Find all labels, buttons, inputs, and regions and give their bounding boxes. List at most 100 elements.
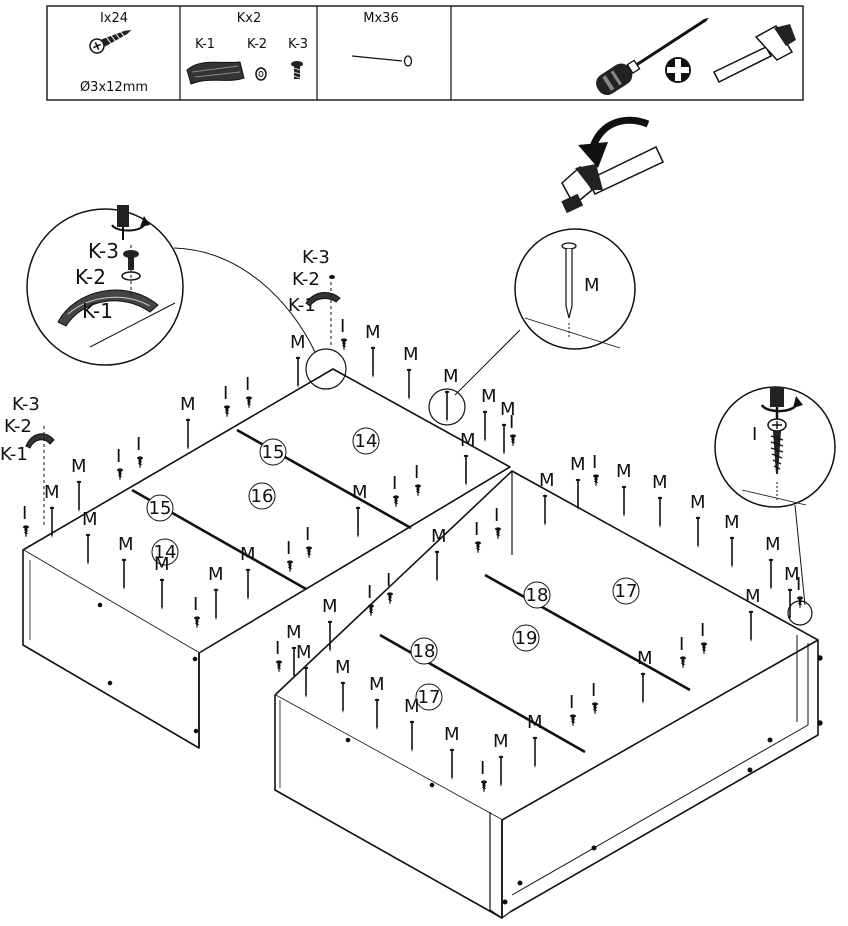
nail-marker: M: [527, 712, 543, 769]
svg-text:K-3: K-3: [12, 394, 40, 415]
nail-marker: M: [322, 596, 338, 653]
nail-label: M: [570, 454, 586, 475]
nail-detail-callout: M: [428, 116, 664, 426]
nail-marker: M: [208, 564, 224, 621]
screw-marker: I: [367, 582, 375, 617]
nail-marker: M: [82, 509, 98, 566]
screw-marker: I: [474, 519, 482, 554]
nail-label: M: [481, 386, 497, 407]
nail-marker: M: [652, 472, 668, 529]
nail-label: M: [290, 332, 306, 353]
screw-label: I: [414, 462, 419, 483]
nail-marker: M: [784, 564, 800, 621]
nail-marker: M: [539, 470, 555, 527]
screw-label: I: [286, 538, 291, 559]
screw-marker: I: [494, 505, 502, 540]
svg-text:14: 14: [355, 431, 378, 452]
svg-text:K-1: K-1: [0, 444, 28, 465]
screw-icon: [767, 418, 787, 474]
svg-text:15: 15: [149, 498, 172, 519]
screw-icon: [89, 29, 132, 54]
rotation-arrow-icon: [578, 116, 650, 168]
screw-marker: I: [305, 524, 313, 559]
nail-marker: M: [44, 482, 60, 539]
handle-exploded-left: K-3 K-2 K-1: [0, 394, 55, 525]
svg-text:K-3: K-3: [302, 247, 330, 268]
nail-label: M: [443, 366, 459, 387]
nail-marker: M: [500, 399, 516, 456]
nail-label: M: [286, 622, 302, 643]
nail-marker: M: [404, 696, 420, 753]
fitting-count-header: Kx2: [237, 11, 262, 26]
k3-label: K-3: [88, 239, 119, 263]
nail-label: M: [637, 648, 653, 669]
nail-marker: M: [745, 586, 761, 643]
screw-count-header: Ix24: [100, 11, 128, 26]
bolt-icon: [291, 61, 303, 79]
svg-text:18: 18: [413, 641, 436, 662]
screw-label: I: [116, 446, 121, 467]
nail-label: M: [71, 456, 87, 477]
screw-label: I: [223, 383, 228, 404]
nail-label: M: [403, 344, 419, 365]
nail-label: M: [724, 512, 740, 533]
nail-icon: [561, 242, 577, 319]
screw-label: I: [509, 412, 514, 433]
nail-label: M: [493, 731, 509, 752]
screw-marker: I: [679, 634, 687, 669]
screw-marker: I: [592, 452, 600, 487]
screw-label: I: [305, 524, 310, 545]
nail-label: M: [616, 461, 632, 482]
nail-marker: M: [765, 534, 781, 591]
panel-16: 16: [248, 482, 276, 510]
nail-marker: M: [690, 492, 706, 549]
screw-marker: I: [286, 538, 294, 573]
svg-text:K-2: K-2: [292, 269, 320, 290]
panel-15-bottom: 15: [146, 494, 174, 522]
rotation-arrow-icon: [111, 216, 150, 232]
screw-label: I: [386, 570, 391, 591]
screw-label: I: [480, 758, 485, 779]
screw-marker: I: [275, 638, 283, 673]
k1-label: K-1: [82, 299, 113, 323]
hammer-icon: [561, 145, 664, 214]
nail-marker: M: [637, 648, 653, 705]
nail-marker: M: [493, 731, 509, 788]
nail-marker: M: [335, 657, 351, 714]
nail-count-header: Mx36: [363, 11, 398, 26]
screw-marker: I: [509, 412, 517, 447]
nail-marker: M: [724, 512, 740, 569]
screwdriver-icon: [117, 205, 129, 240]
nail-label: M: [539, 470, 555, 491]
fitting-k2-label: K-2: [247, 37, 267, 52]
screw-label: I: [569, 692, 574, 713]
screw-label: I: [494, 505, 499, 526]
phillips-bit-icon: [665, 57, 691, 83]
nail-marker: M: [180, 394, 196, 451]
nail-label: M: [335, 657, 351, 678]
panel-18-top: 18: [523, 581, 551, 609]
nail-label: M: [690, 492, 706, 513]
panel-17-bottom: 17: [415, 683, 443, 711]
nail-label: M: [365, 322, 381, 343]
nail-label: M: [240, 544, 256, 565]
screw-label: I: [591, 680, 596, 701]
nail-marker: M: [286, 622, 302, 679]
nail-label: M: [431, 526, 447, 547]
handle-icon: [57, 289, 159, 327]
nail-label: M: [118, 534, 134, 555]
nail-label: M: [784, 564, 800, 585]
nail-label: M: [352, 482, 368, 503]
fitting-k1-label: K-1: [195, 37, 215, 52]
screw-marker: I: [116, 446, 124, 481]
handle-icon: [186, 61, 245, 85]
parts-table: Ix24 Ø3x12mm Kx2 K-1 K-2 K-3 Mx36: [46, 5, 804, 101]
screw-label: I: [367, 582, 372, 603]
screw-marker: I: [414, 462, 422, 497]
svg-text:14: 14: [154, 542, 177, 563]
nail-label: M: [500, 399, 516, 420]
fitting-k3-label: K-3: [288, 37, 308, 52]
screw-label: I: [392, 473, 397, 494]
nail-label: M: [369, 674, 385, 695]
svg-text:M: M: [584, 275, 600, 296]
